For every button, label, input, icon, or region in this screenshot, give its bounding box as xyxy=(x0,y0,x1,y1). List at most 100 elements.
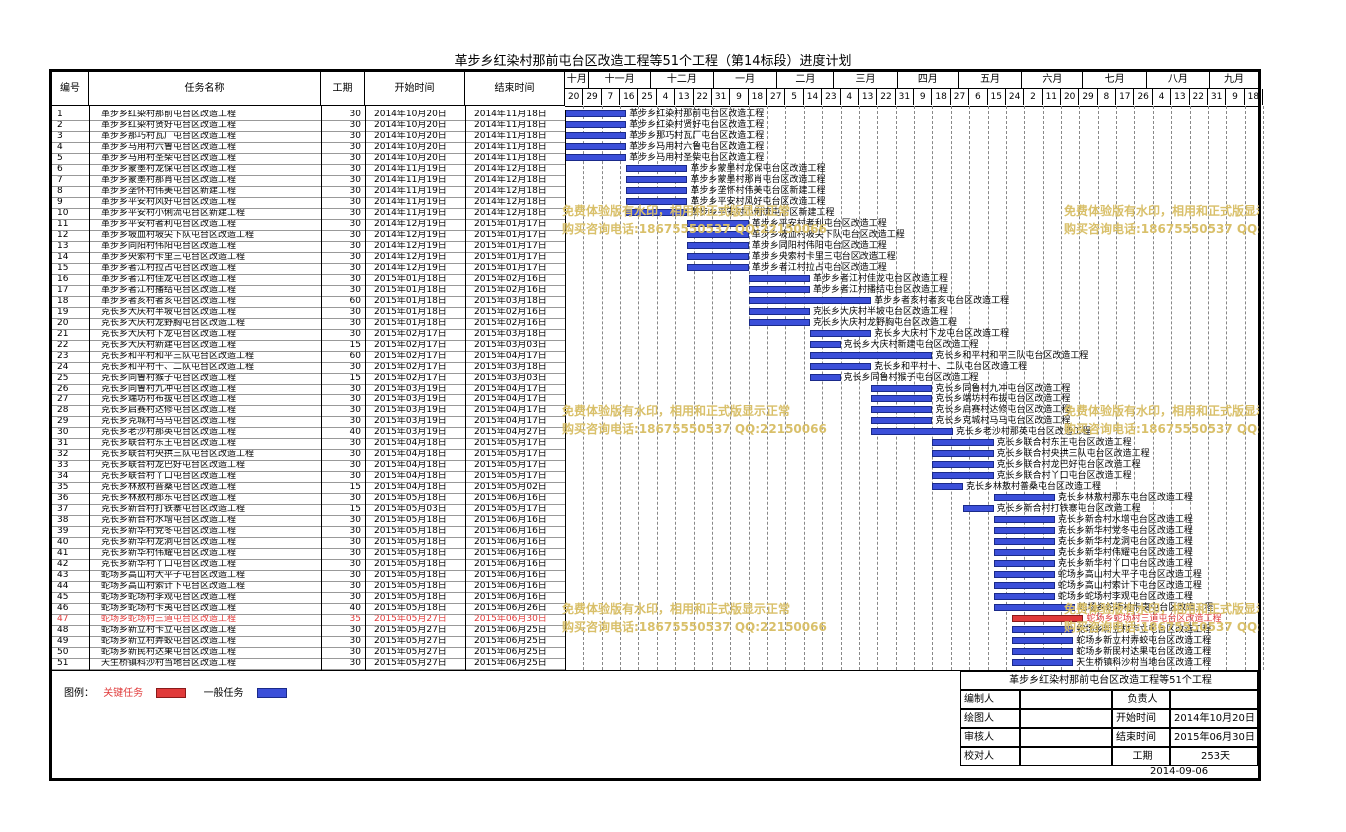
task-bar[interactable] xyxy=(871,406,933,414)
task-bar-label: 革步乡者亥村者亥屯台区改造工程 xyxy=(874,295,1010,306)
task-bar[interactable] xyxy=(1012,626,1074,634)
task-bar[interactable] xyxy=(748,307,810,315)
task-bar[interactable] xyxy=(565,120,627,128)
task-bar[interactable] xyxy=(565,142,627,150)
task-bar[interactable] xyxy=(993,494,1055,502)
task-bar[interactable] xyxy=(687,219,749,227)
grid-line xyxy=(987,106,989,670)
month-label: 二月 xyxy=(777,72,835,88)
month-label: 三月 xyxy=(834,72,898,88)
task-start: 2015年03月19日 xyxy=(374,395,447,404)
task-end: 2015年06月16日 xyxy=(474,538,547,547)
day-label: 22 xyxy=(694,89,712,105)
task-bar[interactable] xyxy=(809,351,933,359)
grid-line xyxy=(656,106,658,670)
task-bar[interactable] xyxy=(993,560,1055,568)
task-bar-label: 革步乡坡血村坡尖下队屯台区改造工程 xyxy=(751,229,905,240)
task-duration: 40 xyxy=(349,604,361,613)
task-end: 2015年04月27日 xyxy=(474,428,547,437)
month-label: 五月 xyxy=(959,72,1023,88)
task-bar[interactable] xyxy=(687,230,749,238)
task-bar[interactable] xyxy=(626,175,688,183)
task-bar[interactable] xyxy=(932,483,964,491)
task-bar-label: 克长乡同鲁村猴子屯台区改造工程 xyxy=(843,372,979,383)
task-end: 2015年05月02日 xyxy=(474,483,547,492)
task-bar[interactable] xyxy=(871,384,933,392)
task-bar[interactable] xyxy=(809,373,841,381)
task-no: 44 xyxy=(57,582,69,591)
task-bar[interactable] xyxy=(565,110,627,117)
task-name: 克长乡联合村央拱三队屯台区改造工程 xyxy=(101,450,255,459)
task-bar[interactable] xyxy=(932,472,994,480)
task-bar[interactable] xyxy=(871,417,933,425)
task-bar[interactable] xyxy=(993,604,1076,612)
task-bar-label: 克长乡联合村央拱三队屯台区改造工程 xyxy=(996,449,1150,460)
task-end: 2015年06月16日 xyxy=(474,527,547,536)
task-bar[interactable] xyxy=(687,263,749,271)
grid-line xyxy=(638,106,640,670)
task-bar-label: 克长乡和平村和平三队屯台区改造工程 xyxy=(935,350,1089,361)
task-bar[interactable] xyxy=(748,296,872,304)
task-bar[interactable] xyxy=(993,527,1055,535)
task-bar[interactable] xyxy=(626,164,688,172)
task-no: 34 xyxy=(57,472,69,481)
task-bar[interactable] xyxy=(871,395,933,403)
task-bar[interactable] xyxy=(993,538,1055,546)
task-name: 克长乡老沙村那英屯台区改造工程 xyxy=(101,428,237,437)
task-no: 3 xyxy=(57,131,63,140)
task-bar[interactable] xyxy=(993,593,1055,601)
task-bar[interactable] xyxy=(963,505,994,513)
task-no: 43 xyxy=(57,571,69,580)
task-end: 2014年12月18日 xyxy=(474,197,547,206)
day-label: 26 xyxy=(1134,89,1153,105)
task-start: 2015年01月18日 xyxy=(374,296,447,305)
task-bar[interactable] xyxy=(1012,659,1074,667)
watermark-4b: 购买咨询电话:18675550537 QQ:22150066 xyxy=(1064,422,1259,436)
task-bar[interactable] xyxy=(871,428,953,436)
task-bar[interactable] xyxy=(993,516,1055,524)
task-bar[interactable] xyxy=(993,571,1055,579)
task-name: 革步乡垄怀村伟美屯台区新建工程 xyxy=(101,186,237,195)
task-bar[interactable] xyxy=(809,362,872,370)
task-bar[interactable] xyxy=(993,549,1055,557)
task-no: 50 xyxy=(57,648,69,657)
task-bar[interactable] xyxy=(809,329,872,337)
task-bar[interactable] xyxy=(687,252,749,260)
task-bar[interactable] xyxy=(1012,648,1074,656)
grid-line xyxy=(767,106,769,670)
task-end: 2015年01月17日 xyxy=(474,219,547,228)
task-bar[interactable] xyxy=(993,582,1055,590)
task-end: 2015年03月18日 xyxy=(474,296,547,305)
task-duration: 30 xyxy=(349,120,361,129)
task-bar[interactable] xyxy=(1012,615,1084,623)
task-no: 7 xyxy=(57,175,63,184)
task-bar[interactable] xyxy=(626,197,688,205)
task-bar[interactable] xyxy=(748,318,810,326)
task-name: 克长乡大庆村半坡屯台区改造工程 xyxy=(101,307,237,316)
task-bar[interactable] xyxy=(809,340,841,348)
task-bar[interactable] xyxy=(687,241,749,249)
task-duration: 30 xyxy=(349,461,361,470)
task-bar[interactable] xyxy=(565,153,627,161)
task-bar-label: 蛇场乡高山村大平子屯台区改造工程 xyxy=(1057,570,1202,581)
task-start: 2014年11月19日 xyxy=(374,208,447,217)
task-bar[interactable] xyxy=(748,274,810,282)
task-name: 克长乡启赛村达修屯台区改造工程 xyxy=(101,406,237,415)
task-duration: 30 xyxy=(349,417,361,426)
task-bar[interactable] xyxy=(932,439,994,447)
task-end: 2015年01月17日 xyxy=(474,263,547,272)
task-bar[interactable] xyxy=(626,208,688,216)
task-bar[interactable] xyxy=(626,186,688,194)
task-no: 28 xyxy=(57,406,69,415)
task-no: 6 xyxy=(57,164,63,173)
task-bar[interactable] xyxy=(932,450,994,458)
gantt-chart-area: 革步乡红染村那前屯台区改造工程革步乡红染村贤好屯台区改造工程革步乡那巧村瓦厂屯台… xyxy=(565,72,1265,670)
task-bar[interactable] xyxy=(1012,637,1074,645)
task-bar[interactable] xyxy=(748,285,810,293)
task-start: 2015年01月18日 xyxy=(374,307,447,316)
task-bar[interactable] xyxy=(932,461,994,469)
legend-normal-label: 一般任务 xyxy=(203,688,244,699)
task-duration: 30 xyxy=(349,648,361,657)
task-bar[interactable] xyxy=(565,131,627,139)
task-duration: 15 xyxy=(349,373,361,382)
